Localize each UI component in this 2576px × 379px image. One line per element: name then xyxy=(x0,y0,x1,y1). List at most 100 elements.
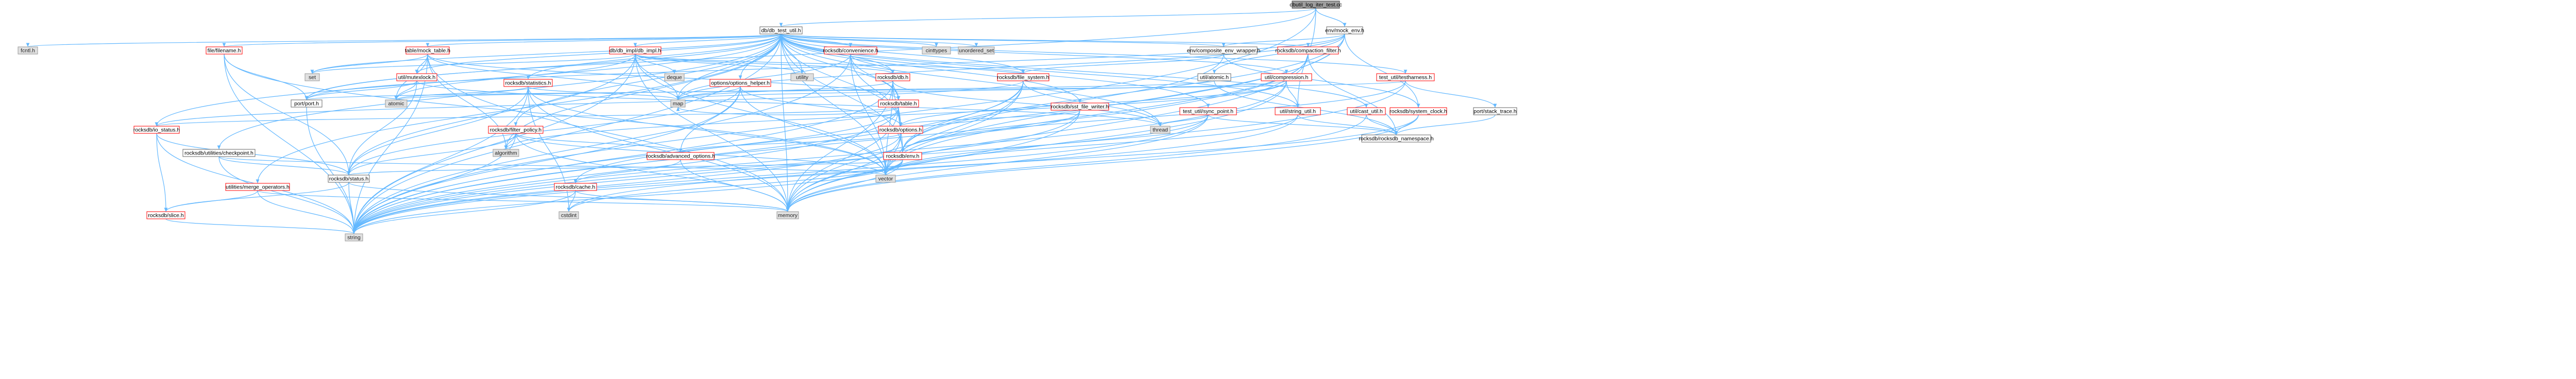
edge-dbimpl-to-rocksdb_db xyxy=(635,54,895,74)
node-box xyxy=(647,152,715,160)
edge-rocksdb_env-to-string xyxy=(352,159,903,234)
graph-nodes: dbutil_log_iter_test.cc db/db_test_util.h… xyxy=(18,1,1517,242)
node-label: util/mutexlock.h xyxy=(398,75,436,81)
node-rocksdb-slice[interactable]: rocksdb/slice.h xyxy=(146,211,185,219)
node-rocksdb-namespace[interactable]: rocksdb/rocksdb_namespace.h xyxy=(1359,134,1434,143)
node-composite-env[interactable]: env/composite_env_wrapper.h xyxy=(1187,46,1261,55)
node-util-atomic[interactable]: util/atomic.h xyxy=(1197,73,1231,81)
node-cast-util[interactable]: util/cast_util.h xyxy=(1347,107,1386,115)
node-box xyxy=(1292,1,1340,9)
edge-checkpoint-to-vector xyxy=(218,156,887,176)
node-label: rocksdb/env.h xyxy=(886,153,920,160)
node-filter-policy[interactable]: rocksdb/filter_policy.h xyxy=(488,126,544,134)
node-box xyxy=(1361,134,1431,143)
edge-rocksdb_db-to-rocksdb_table xyxy=(892,80,901,100)
edge-convenience-to-rocksdb_db xyxy=(850,54,895,74)
edge-options_helper-to-advanced_options xyxy=(679,86,741,153)
node-label: test_util/sync_point.h xyxy=(1183,109,1233,115)
edge-db_test_util-to-string_util xyxy=(781,33,1300,108)
node-file-filename[interactable]: file/filename.h xyxy=(206,46,243,55)
node-label: atomic xyxy=(388,101,404,107)
node-set: set xyxy=(304,73,320,81)
node-rocksdb-status[interactable]: rocksdb/status.h xyxy=(328,175,370,183)
edge-stack_trace-to-rocksdb_namespace xyxy=(1394,114,1496,135)
node-label: algorithm xyxy=(495,150,517,157)
node-rocksdb-env[interactable]: rocksdb/env.h xyxy=(883,152,922,160)
edge-table_mock-to-util_mutexlock xyxy=(415,54,428,74)
edge-rocksdb_env-to-rocksdb_status xyxy=(347,159,903,176)
edge-options_helper-to-map xyxy=(676,86,741,100)
node-util-compression[interactable]: util/compression.h xyxy=(1261,73,1312,81)
node-system-clock[interactable]: rocksdb/system_clock.h xyxy=(1389,107,1447,115)
node-compaction-filter[interactable]: rocksdb/compaction_filter.h xyxy=(1275,46,1341,55)
node-box xyxy=(922,46,951,55)
node-label: db/db_test_util.h xyxy=(761,28,801,34)
node-label: env/mock_env.h xyxy=(1325,28,1364,34)
node-label: util/string_util.h xyxy=(1280,109,1316,115)
node-label: rocksdb/status.h xyxy=(329,176,369,182)
edge-compaction_filter-to-rocksdb_namespace xyxy=(1308,54,1398,135)
dependency-edges xyxy=(26,8,1497,234)
node-convenience[interactable]: rocksdb/convenience.h xyxy=(823,46,878,55)
node-dbimpl[interactable]: db/db_impl/db_impl.h xyxy=(609,46,662,55)
edge-rocksdb_cache-to-cstdint xyxy=(567,190,576,212)
edge-sync_point-to-rocksdb_namespace xyxy=(1208,114,1398,135)
node-box xyxy=(396,73,437,81)
node-box xyxy=(405,46,450,55)
node-checkpoint[interactable]: rocksdb/utilities/checkpoint.h xyxy=(182,149,256,157)
node-memory: memory xyxy=(776,211,799,219)
node-rocksdb-cache[interactable]: rocksdb/cache.h xyxy=(554,183,597,191)
edge-system_clock-to-cstdint xyxy=(567,114,1419,212)
node-io-status[interactable]: rocksdb/io_status.h xyxy=(133,126,180,134)
node-options-helper[interactable]: options/options_helper.h xyxy=(709,79,771,87)
edge-rocksdb_options-to-memory xyxy=(786,133,901,212)
node-stack-trace[interactable]: port/stack_trace.h xyxy=(1473,107,1517,115)
node-label: rocksdb/compaction_filter.h xyxy=(1275,48,1341,54)
node-label: rocksdb/utilities/checkpoint.h xyxy=(184,150,253,157)
node-merge-operators[interactable]: utilities/merge_operators.h xyxy=(225,183,290,191)
edge-testharness-to-port_port xyxy=(305,80,1406,100)
node-string-util[interactable]: util/string_util.h xyxy=(1275,107,1321,115)
node-sync-point[interactable]: test_util/sync_point.h xyxy=(1179,107,1237,115)
edge-checkpoint-to-rocksdb_status xyxy=(218,156,351,176)
node-rocksdb-db[interactable]: rocksdb/db.h xyxy=(875,73,910,81)
node-label: memory xyxy=(778,213,798,219)
node-table-mock[interactable]: table/mock_table.h xyxy=(405,46,450,55)
edge-io_status-to-rocksdb_slice xyxy=(156,133,168,212)
node-box xyxy=(1376,73,1435,81)
edge-db_test_util-to-vector xyxy=(781,33,888,176)
node-advanced-options[interactable]: rocksdb/advanced_options.h xyxy=(646,152,715,160)
node-root[interactable]: dbutil_log_iter_test.cc xyxy=(1290,1,1342,9)
edge-file_filename-to-vector xyxy=(224,54,888,176)
node-label: options/options_helper.h xyxy=(711,80,770,87)
node-rocksdb-statistics[interactable]: rocksdb/statistics.h xyxy=(503,79,553,87)
edge-rocksdb_status-to-rocksdb_slice xyxy=(164,182,349,212)
node-testharness[interactable]: test_util/testharness.h xyxy=(1376,73,1435,81)
edge-db_test_util-to-rocksdb_options xyxy=(781,33,903,127)
edge-db_test_util-to-map xyxy=(676,33,782,100)
node-file-system[interactable]: rocksdb/file_system.h xyxy=(997,73,1049,81)
edge-util_compression-to-string_util xyxy=(1286,80,1300,108)
node-sst-file-writer[interactable]: rocksdb/sst_file_writer.h xyxy=(1050,102,1109,111)
node-rocksdb-table[interactable]: rocksdb/table.h xyxy=(878,99,919,108)
edge-rocksdb_table-to-string xyxy=(352,107,899,234)
node-label: rocksdb/db.h xyxy=(877,75,908,81)
edge-rocksdb_statistics-to-memory xyxy=(528,86,790,212)
edge-db_test_util-to-sst_file_writer xyxy=(781,33,1082,104)
node-string: string xyxy=(345,233,363,242)
node-util-mutexlock[interactable]: util/mutexlock.h xyxy=(396,73,437,81)
edge-db_test_util-to-sync_point xyxy=(781,33,1210,108)
node-port-port[interactable]: port/port.h xyxy=(291,99,323,108)
edge-util_mutexlock-to-rocksdb_status xyxy=(347,80,417,176)
node-mock-env[interactable]: env/mock_env.h xyxy=(1325,26,1364,35)
edge-mock_env-to-system_clock xyxy=(1344,33,1420,108)
node-box xyxy=(558,211,579,219)
edge-rocksdb_statistics-to-atomic xyxy=(394,86,529,100)
edge-root-to-db_test_util xyxy=(779,8,1316,27)
node-rocksdb-options[interactable]: rocksdb/options.h xyxy=(878,126,923,134)
edge-convenience-to-rocksdb_table xyxy=(850,54,901,100)
edge-options_helper-to-rocksdb_options xyxy=(740,86,903,127)
node-box xyxy=(776,211,799,219)
node-db-test-util[interactable]: db/db_test_util.h xyxy=(759,26,803,35)
